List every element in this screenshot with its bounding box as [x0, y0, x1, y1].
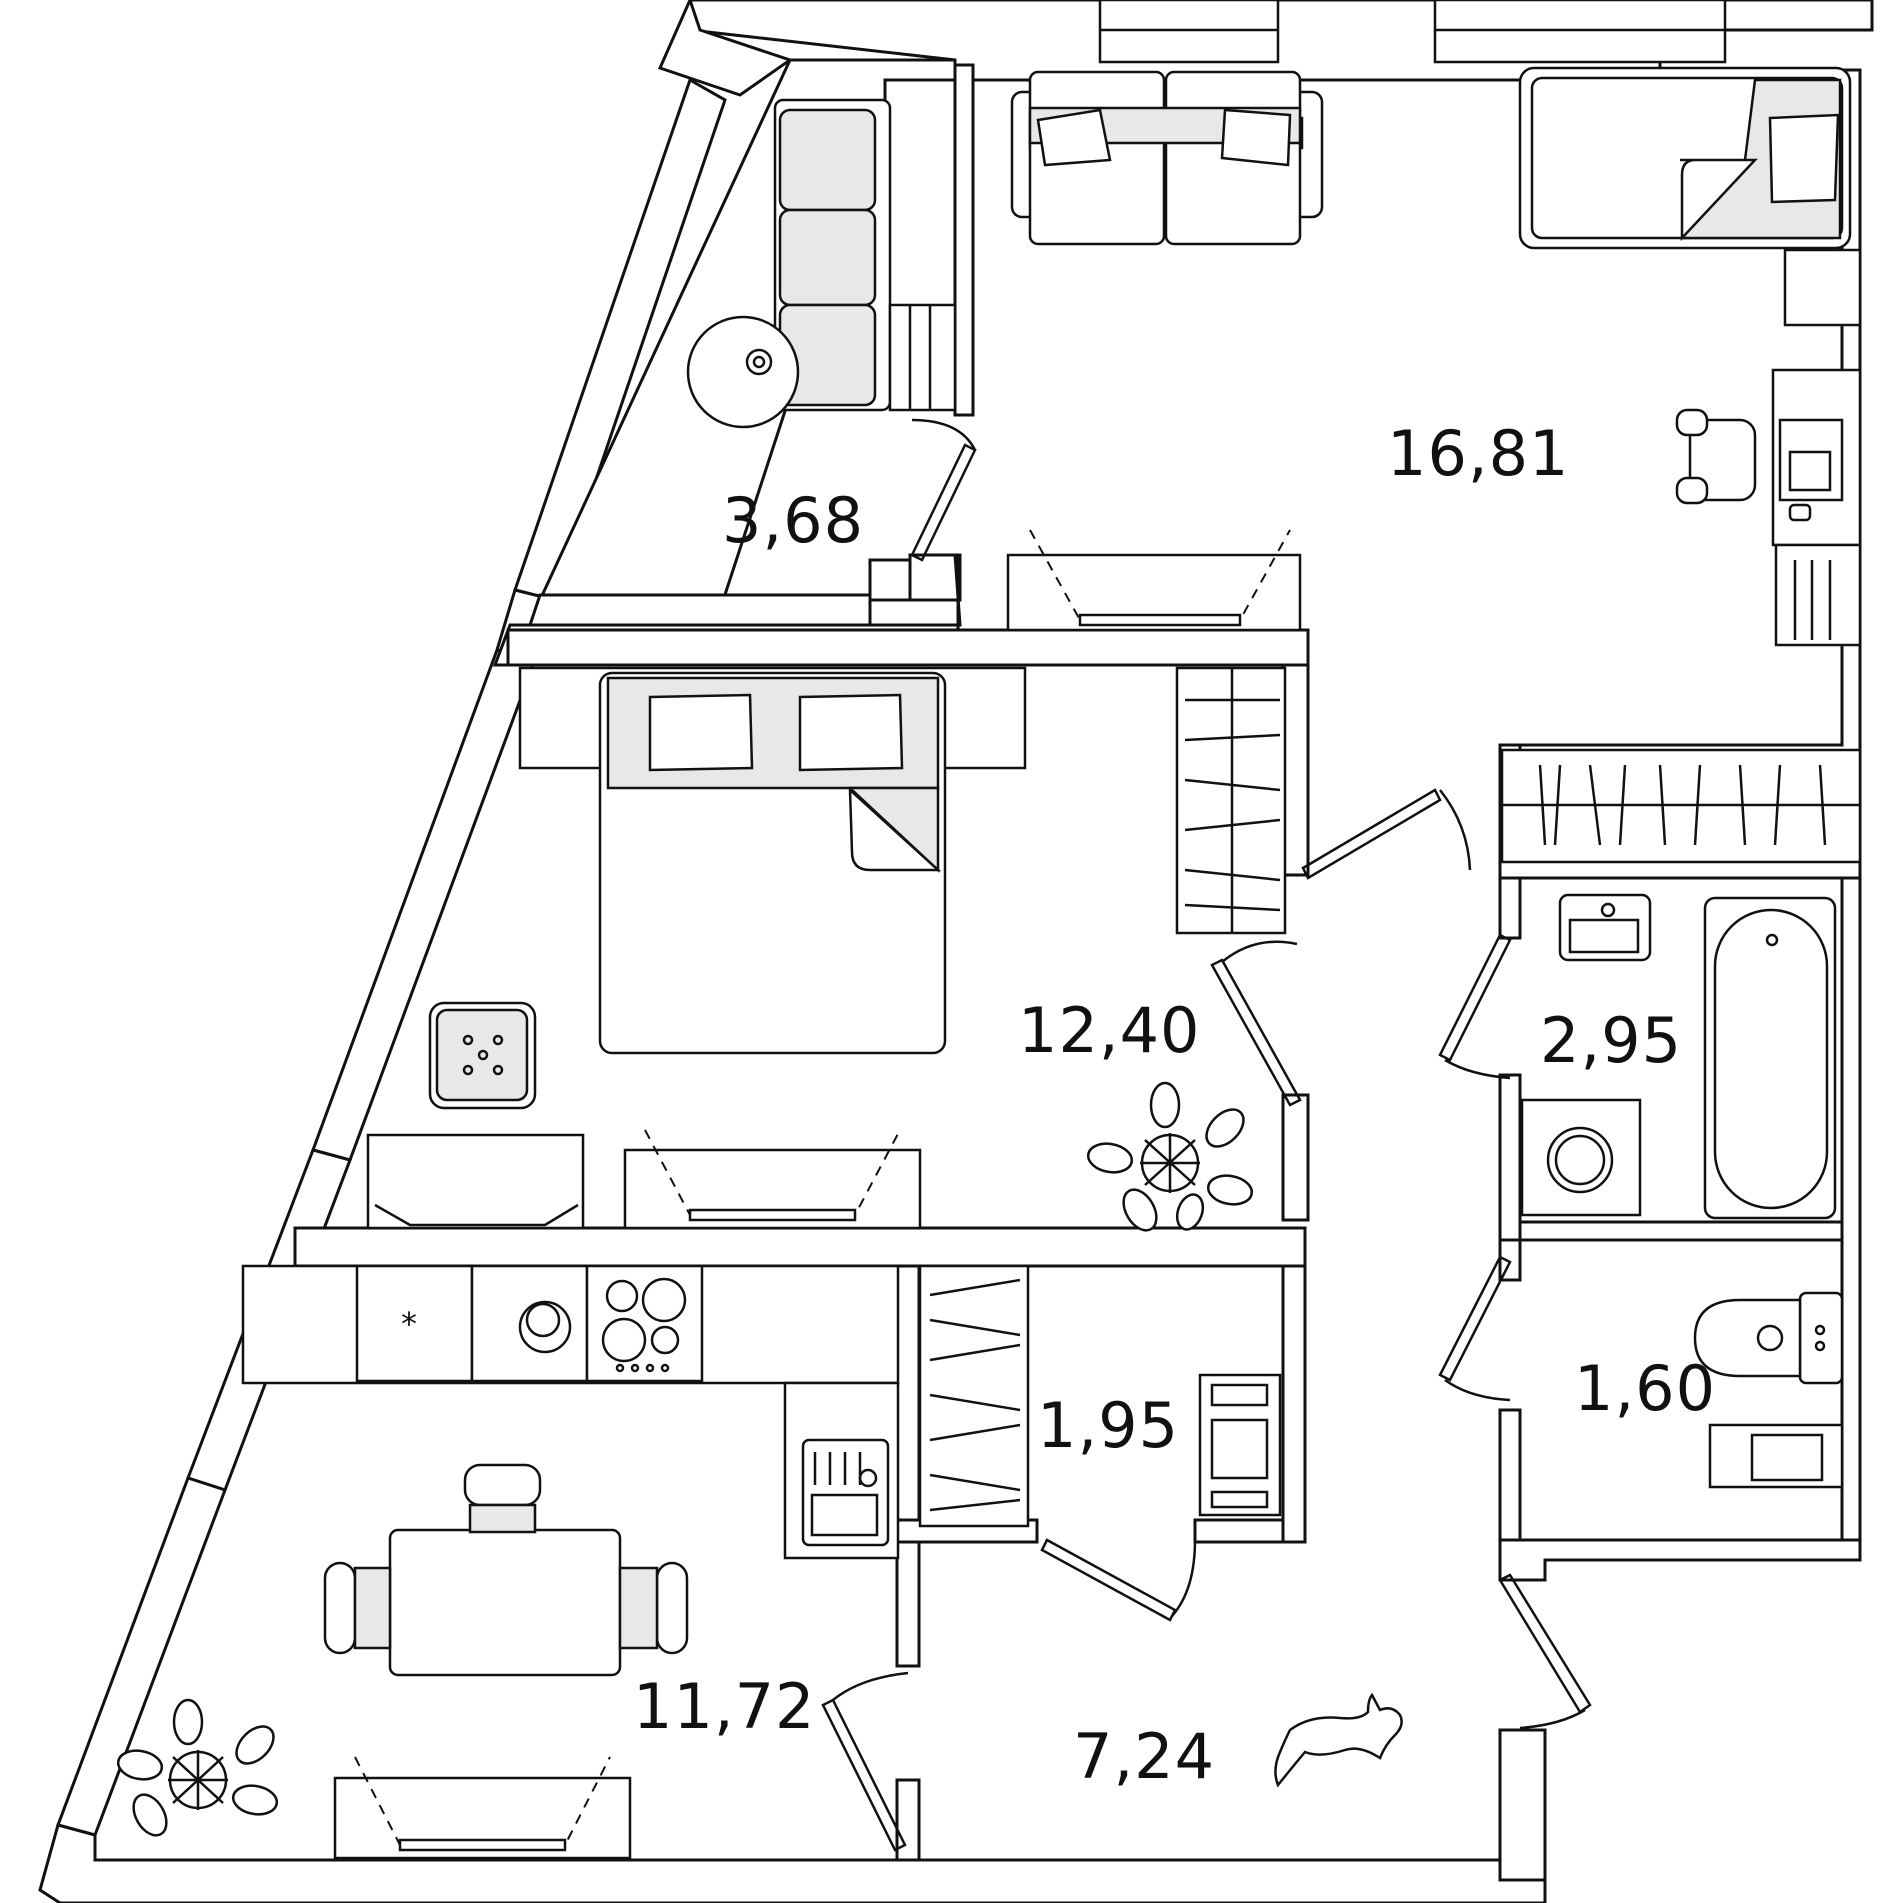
bedroom-area-label: 12,40	[1018, 994, 1201, 1067]
sink-icon	[801, 1438, 890, 1547]
living-room-area-label: 16,81	[1387, 417, 1570, 490]
top-windows	[1098, 0, 1727, 64]
doors	[821, 418, 1592, 1852]
round-table-icon	[686, 315, 800, 429]
washing-machine-icon	[1520, 1098, 1642, 1217]
kitchen-furniture: *	[116, 1264, 900, 1860]
closet-furniture	[918, 1264, 1282, 1528]
kitchen-area-label: 11,72	[633, 1670, 816, 1743]
bathroom-furniture	[1520, 893, 1837, 1220]
balcony-furniture	[686, 98, 957, 429]
living-room-furniture	[1006, 66, 1862, 864]
plant-icon	[1086, 1081, 1254, 1232]
cat-icon	[1274, 1692, 1403, 1788]
bathroom-area-label: 2,95	[1540, 1004, 1682, 1077]
washbasin-icon	[1558, 893, 1652, 962]
dining-table-icon	[388, 1528, 622, 1677]
toilet-bowl-icon	[1693, 1298, 1802, 1378]
toilet-furniture	[1693, 1291, 1844, 1489]
toilet-tank-icon	[1798, 1291, 1844, 1385]
bedroom-furniture	[366, 666, 1287, 1232]
svg-text:*: *	[401, 1305, 417, 1343]
kitchen-plant-icon	[116, 1698, 279, 1837]
closet-area-label: 1,95	[1037, 1389, 1179, 1462]
office-chair-icon	[1688, 418, 1757, 502]
hallway-area-label: 7,24	[1073, 1720, 1215, 1793]
balcony-area-label: 3,68	[722, 484, 864, 557]
toilet-area-label: 1,60	[1574, 1352, 1716, 1425]
bathtub-icon	[1703, 896, 1837, 1220]
